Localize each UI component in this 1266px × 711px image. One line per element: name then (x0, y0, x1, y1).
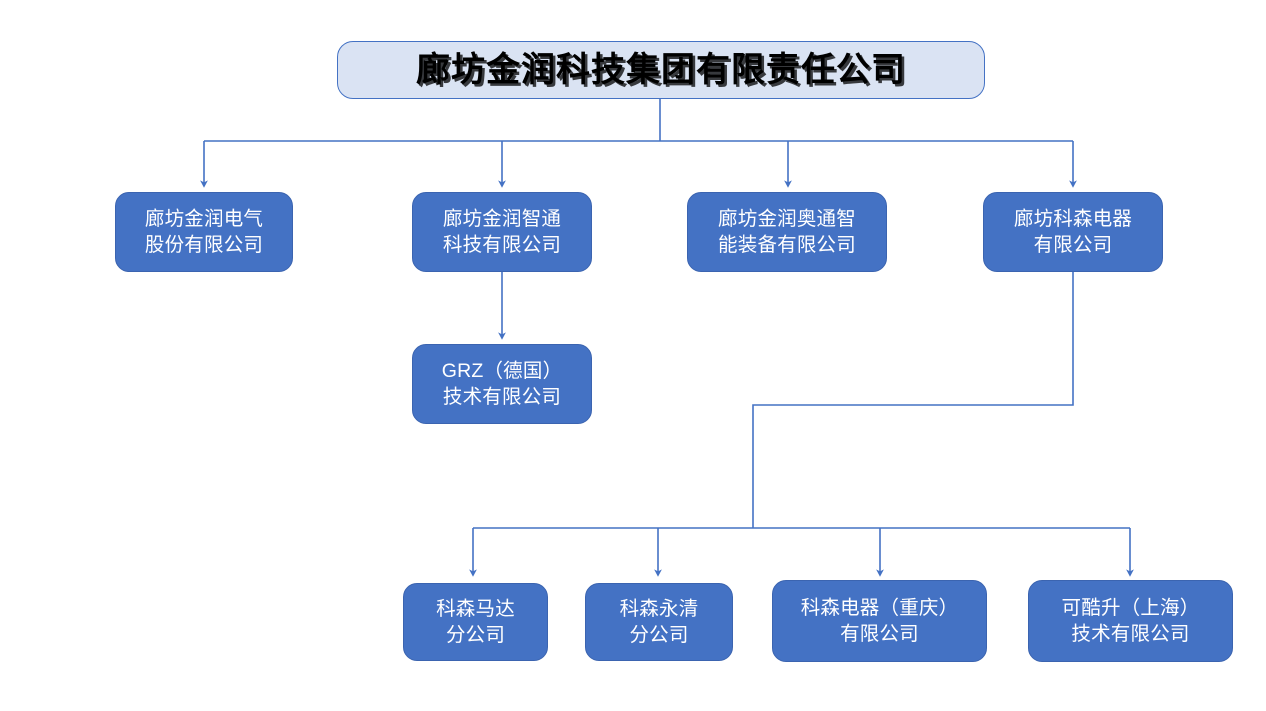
node-keshen-yongqing-label: 科森永清 分公司 (619, 597, 699, 646)
node-kesen-label: 廊坊科森电器 有限公司 (1013, 207, 1133, 256)
node-zhitong[interactable]: 廊坊金润智通 科技有限公司 (412, 192, 592, 272)
node-root[interactable]: 廊坊金润科技集团有限责任公司 (337, 41, 985, 99)
node-kekusheng-shanghai[interactable]: 可酷升（上海） 技术有限公司 (1028, 580, 1233, 662)
node-dianqi-label: 廊坊金润电气 股份有限公司 (144, 207, 264, 256)
node-keshen-mada[interactable]: 科森马达 分公司 (403, 583, 548, 661)
node-zhitong-label: 廊坊金润智通 科技有限公司 (442, 207, 562, 256)
connector-kesen-elbow (752, 272, 1074, 528)
node-aotong-label: 廊坊金润奥通智 能装备有限公司 (718, 207, 856, 256)
node-root-label: 廊坊金润科技集团有限责任公司 (416, 50, 906, 89)
node-keshen-chongqing-label: 科森电器（重庆） 有限公司 (800, 596, 959, 645)
node-keshen-yongqing[interactable]: 科森永清 分公司 (585, 583, 733, 661)
node-kesen[interactable]: 廊坊科森电器 有限公司 (983, 192, 1163, 272)
node-keshen-mada-label: 科森马达 分公司 (436, 597, 515, 646)
node-kekusheng-shanghai-label: 可酷升（上海） 技术有限公司 (1061, 596, 1200, 645)
node-keshen-chongqing[interactable]: 科森电器（重庆） 有限公司 (772, 580, 987, 662)
node-grz[interactable]: GRZ（德国） 技术有限公司 (412, 344, 592, 424)
node-aotong[interactable]: 廊坊金润奥通智 能装备有限公司 (687, 192, 887, 272)
node-dianqi[interactable]: 廊坊金润电气 股份有限公司 (115, 192, 293, 272)
node-grz-label: GRZ（德国） 技术有限公司 (441, 359, 563, 408)
